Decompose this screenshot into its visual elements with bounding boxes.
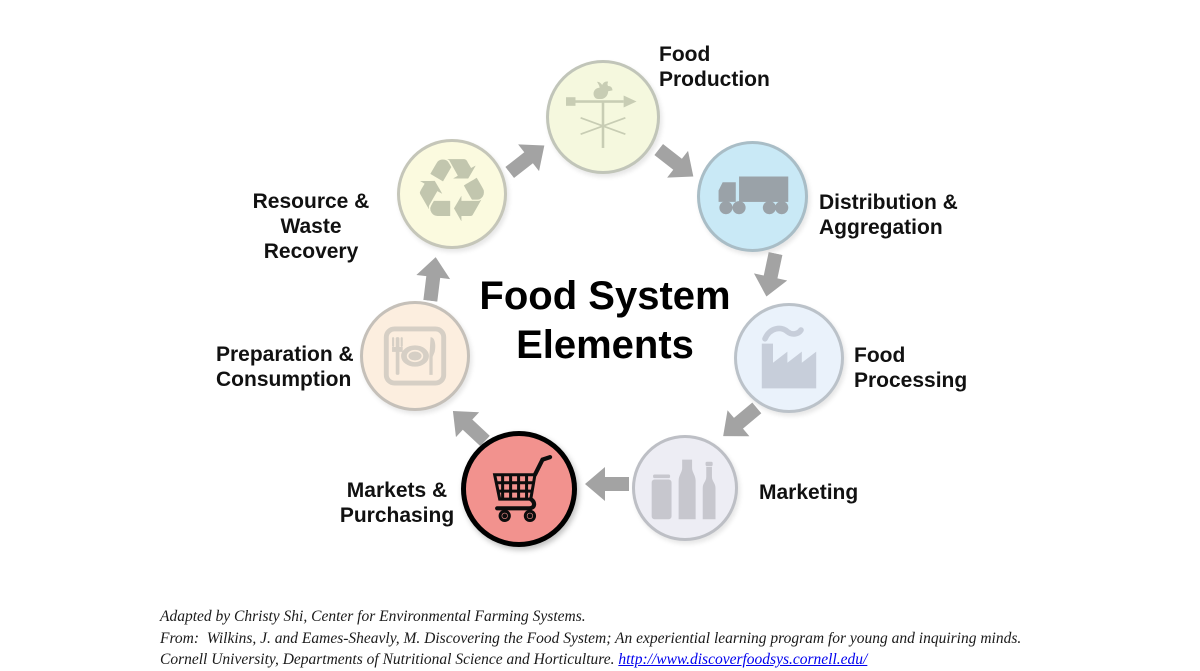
node-food-processing (734, 303, 844, 413)
node-preparation-consumption (360, 301, 470, 411)
flow-arrow-recovery-to-production (499, 132, 555, 186)
flow-arrow-distribution-to-processing (750, 250, 792, 300)
attribution-line-3-text: Cornell University, Departments of Nutri… (160, 651, 619, 668)
attribution-line-3: Cornell University, Departments of Nutri… (160, 649, 1021, 671)
flow-arrow-marketing-to-markets (585, 467, 629, 501)
discoverfoodsys-link[interactable]: http://www.discoverfoodsys.cornell.edu/ (618, 651, 868, 668)
bottles-icon (651, 459, 716, 520)
weathervane-icon (566, 81, 637, 148)
truck-icon (718, 176, 788, 214)
node-label-marketing: Marketing (759, 481, 859, 504)
node-food-production (546, 60, 660, 174)
node-marketing (632, 435, 738, 541)
attribution: Adapted by Christy Shi, Center for Envir… (160, 606, 1021, 671)
node-label-food-processing: Food Processing (854, 344, 968, 392)
node-label-preparation-consumption: Preparation & Consumption (216, 343, 354, 391)
attribution-line-2: From: Wilkins, J. and Eames-Sheavly, M. … (160, 629, 1022, 647)
recycle-icon: ♻ (412, 139, 492, 242)
node-distribution-aggregation (697, 141, 808, 252)
flow-arrow-preparation-to-recovery (413, 255, 452, 303)
node-label-resource-waste-recovery: Resource & Waste Recovery (252, 190, 370, 263)
plate-cutlery-icon (383, 326, 447, 386)
node-label-distribution-aggregation: Distribution & Aggregation (819, 191, 958, 239)
factory-icon (761, 325, 817, 389)
node-label-markets-purchasing: Markets & Purchasing (339, 479, 455, 527)
flow-arrow-markets-to-preparation (441, 399, 496, 454)
node-label-food-production: Food Production (659, 43, 770, 91)
shopping-cart-icon (492, 454, 553, 523)
node-markets-purchasing (461, 431, 577, 547)
node-resource-waste-recovery: ♻ (397, 139, 507, 249)
diagram-title: Food System Elements (479, 274, 731, 367)
flow-arrow-processing-to-marketing (712, 395, 768, 449)
flow-arrow-production-to-distribution (648, 136, 704, 190)
attribution-line-1: Adapted by Christy Shi, Center for Envir… (160, 608, 586, 625)
